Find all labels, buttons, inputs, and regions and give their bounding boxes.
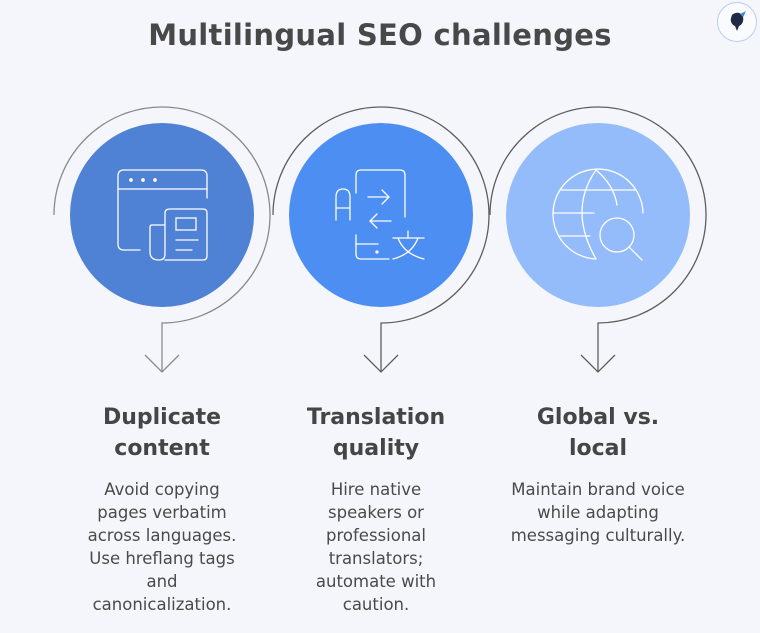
down-arrow-icon: [363, 354, 399, 373]
heading-line: local: [568, 436, 628, 461]
challenge-card-translation-quality: Translation quality Hire native speakers…: [276, 402, 476, 616]
description-line: while adapting: [537, 503, 659, 522]
description-line: professional: [326, 526, 426, 545]
challenge-description: Maintain brand voice while adapting mess…: [498, 478, 698, 547]
flow-arc: [53, 106, 271, 372]
brand-logo-icon: [730, 11, 746, 31]
description-line: translators;: [328, 549, 424, 568]
challenge-card-duplicate-content: Duplicate content Avoid copying pages ve…: [62, 402, 262, 616]
challenge-description: Hire native speakers or professional tra…: [276, 478, 476, 616]
page-title: Multilingual SEO challenges: [148, 18, 612, 52]
icon-circle: [70, 123, 254, 307]
translate-icon: [335, 169, 425, 260]
description-line: messaging culturally.: [510, 526, 686, 545]
description-line: Avoid copying: [104, 480, 220, 499]
challenge-node-global-vs-local: [489, 106, 707, 373]
down-arrow-icon: [580, 354, 616, 373]
icon-circle: [289, 123, 473, 307]
globe-search-icon: [552, 168, 644, 261]
challenge-description: Avoid copying pages verbatim across lang…: [62, 478, 262, 616]
description-line: caution.: [342, 595, 410, 614]
description-line: speakers or: [328, 503, 424, 522]
heading-line: content: [114, 436, 210, 461]
description-line: pages verbatim: [97, 503, 227, 522]
heading-line: Duplicate: [102, 405, 222, 430]
heading-line: Global vs.: [536, 405, 660, 430]
description-line: canonicalization.: [92, 595, 232, 614]
description-line: Hire native: [330, 480, 422, 499]
down-arrow-icon: [144, 354, 180, 373]
brand-logo[interactable]: [717, 2, 757, 42]
flow-arc: [272, 106, 490, 372]
description-line: automate with: [315, 572, 437, 591]
challenge-heading: Global vs. local: [498, 402, 698, 464]
heading-line: Translation: [306, 405, 446, 430]
description-line: and: [146, 572, 178, 591]
browser-document-icon: [117, 169, 208, 261]
description-line: Use hreflang tags: [89, 549, 235, 568]
challenge-heading: Translation quality: [276, 402, 476, 464]
description-line: across languages.: [87, 526, 237, 545]
description-line: Maintain brand voice: [511, 480, 685, 499]
icon-circle: [506, 123, 690, 307]
challenge-card-global-vs-local: Global vs. local Maintain brand voice wh…: [498, 402, 698, 547]
heading-line: quality: [332, 436, 420, 461]
challenge-node-duplicate-content: [53, 106, 271, 373]
challenge-node-translation-quality: [272, 106, 490, 373]
challenge-heading: Duplicate content: [62, 402, 262, 464]
flow-arc: [489, 106, 707, 372]
